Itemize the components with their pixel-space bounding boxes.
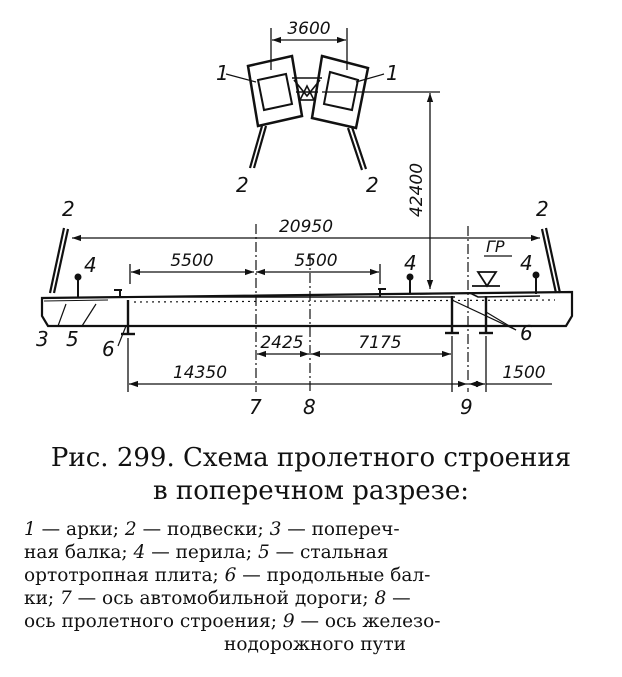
legend-line: ная балка; 4 — перила; 5 — стальная: [24, 542, 389, 563]
legend-line: нодорожного пути: [224, 634, 406, 655]
callout-hanger-deck-left: 2: [62, 197, 75, 221]
dim-label-14350: 14350: [173, 363, 227, 383]
legend-line: ки; 7 — ось автомобильной дороги; 8 —: [24, 588, 411, 609]
leaders: [57, 73, 517, 347]
dim-bottom: [127, 336, 552, 392]
deck: [40, 288, 574, 328]
callout-arch-right: 1: [386, 61, 399, 85]
hangers-deck: [48, 227, 562, 294]
callout-axis-road: 7: [249, 395, 262, 419]
dim-label-left-lane: 5500: [170, 251, 213, 271]
callout-cross-beam: 3: [36, 327, 49, 351]
callout-steel-plate: 5: [66, 327, 79, 351]
dim-arch-height: [322, 91, 440, 289]
dim-label-42400: 42400: [407, 163, 427, 217]
caption-line-2: в поперечном разрезе:: [153, 476, 469, 506]
callout-railing-left: 4: [84, 253, 97, 277]
gr-label: ГР: [486, 237, 505, 256]
gr-marker: [472, 271, 500, 288]
callout-axis-span: 8: [303, 395, 316, 419]
dim-label-3600: 3600: [287, 19, 330, 39]
dim-label-7175: 7175: [358, 333, 401, 353]
arch-left: [246, 54, 304, 128]
dim-label-right-lane: 5500: [294, 251, 337, 271]
axes: [255, 224, 469, 392]
dim-label-1500: 1500: [502, 363, 545, 383]
hangers-arch: [248, 125, 368, 171]
dim-lanes: [129, 264, 381, 284]
dim-label-2425: 2425: [260, 333, 303, 353]
legend-line: ортотропная плита; 6 — продольные бал-: [24, 565, 431, 586]
callout-railing-mid: 4: [404, 251, 417, 275]
callout-stringer-left: 6: [102, 337, 115, 361]
arch-bracing: [292, 77, 322, 101]
callout-arch-left: 1: [216, 61, 229, 85]
railings: [74, 271, 540, 298]
dim-arch-spacing: [270, 28, 348, 70]
callout-railing-right: 4: [520, 251, 533, 275]
legend-line: 1 — арки; 2 — подвески; 3 — попереч-: [24, 519, 400, 540]
dim-label-20950: 20950: [279, 217, 333, 237]
callout-hanger-deck-right: 2: [536, 197, 549, 221]
callout-hanger-arch-right: 2: [366, 173, 379, 197]
arch-right: [310, 54, 370, 130]
callout-stringers-right: 6: [520, 321, 533, 345]
callout-hanger-arch-left: 2: [236, 173, 249, 197]
callout-axis-rail: 9: [460, 395, 473, 419]
cross-section-diagram: 3600 42400 20950 5500 5500: [36, 19, 574, 419]
legend-line: ось пролетного строения; 9 — ось железо-: [24, 611, 441, 632]
caption-line-1: Рис. 299. Схема пролетного строения: [50, 443, 572, 473]
legend: 1 — арки; 2 — подвески; 3 — попереч- ная…: [24, 518, 606, 656]
figure-caption: Рис. 299. Схема пролетного строения в по…: [0, 442, 622, 508]
